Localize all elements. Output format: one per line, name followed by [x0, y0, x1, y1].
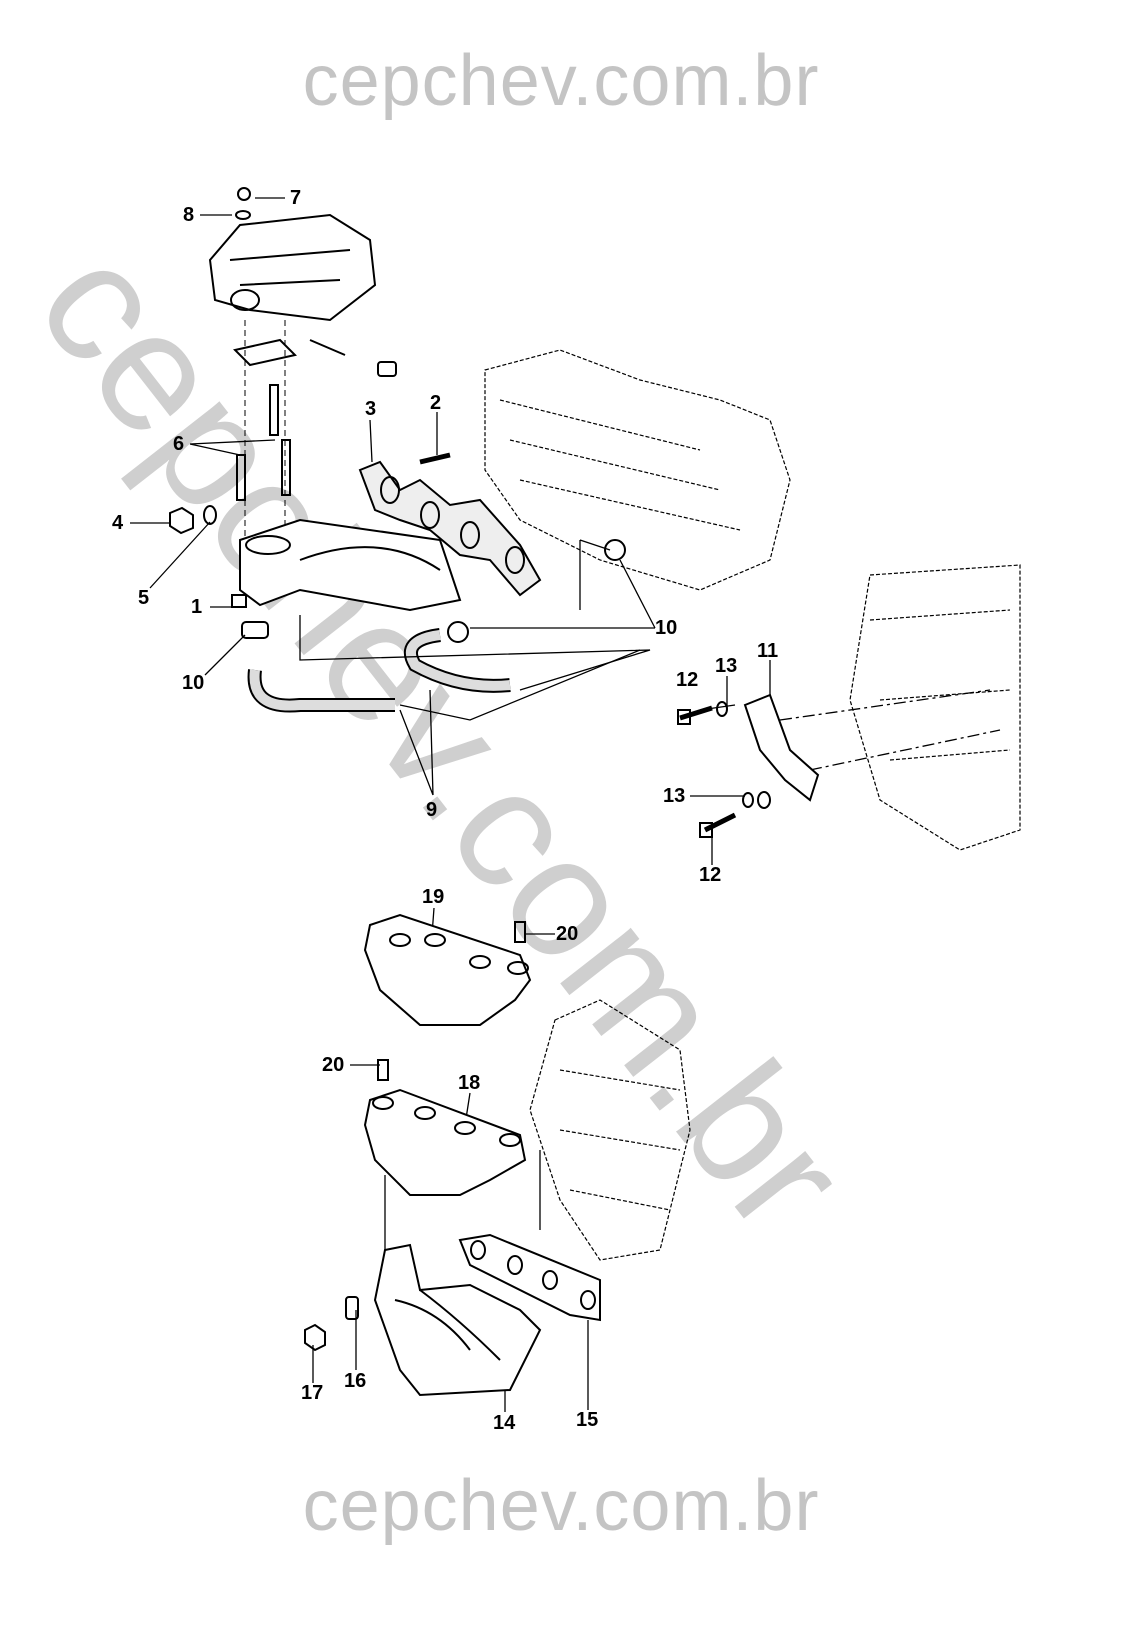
clamp-icon: [241, 621, 269, 639]
callout-1: 1: [191, 596, 203, 618]
callout-19: 19: [422, 886, 445, 908]
washer-icon: [203, 505, 217, 525]
leader-lines: [130, 197, 1001, 1412]
callout-7: 7: [290, 187, 302, 209]
heat-shield-icon: [363, 913, 532, 1026]
callout-13: 13: [715, 655, 738, 677]
callout-11: 11: [757, 640, 779, 662]
callout-17: 17: [301, 1382, 324, 1404]
callout-18: 18: [458, 1072, 481, 1094]
nut-icon: [304, 1323, 326, 1352]
gasket-icon: [458, 1233, 601, 1322]
heat-shield-icon: [363, 1059, 527, 1196]
callout-13: 13: [663, 785, 686, 807]
carburetor-icon: [208, 187, 397, 377]
intake-manifold-icon: [231, 518, 462, 612]
callout-12: 12: [676, 669, 699, 691]
callout-10: 10: [182, 672, 205, 694]
engine-icon: [529, 999, 691, 1261]
callout-15: 15: [576, 1409, 599, 1431]
callout-3: 3: [365, 398, 377, 420]
engine-icon: [849, 564, 1021, 851]
callout-4: 4: [112, 512, 124, 534]
callout-14: 14: [493, 1412, 516, 1434]
callout-9: 9: [426, 799, 438, 821]
gasket-icon: [358, 460, 542, 597]
clamp-icon: [604, 539, 626, 561]
callout-20: 20: [556, 923, 579, 945]
bracket-icon: [743, 693, 820, 802]
plate-icon: [345, 1296, 359, 1320]
callout-2: 2: [430, 392, 442, 414]
callout-10: 10: [655, 617, 678, 639]
callout-5: 5: [138, 587, 150, 609]
callout-12: 12: [699, 864, 722, 886]
callout-8: 8: [183, 204, 195, 226]
hose-icon: [247, 628, 511, 713]
callout-20: 20: [322, 1054, 345, 1076]
watermark-bottom: cepchev.com.br: [302, 1466, 820, 1546]
watermark-top: cepchev.com.br: [302, 41, 820, 121]
exhaust-manifold-icon: [373, 1243, 542, 1397]
nut-icon: [169, 506, 194, 535]
callout-6: 6: [173, 433, 185, 455]
bolt-icon: [677, 701, 771, 838]
engine-icon: [484, 349, 791, 591]
clamp-icon: [447, 621, 469, 643]
callout-16: 16: [344, 1370, 367, 1392]
